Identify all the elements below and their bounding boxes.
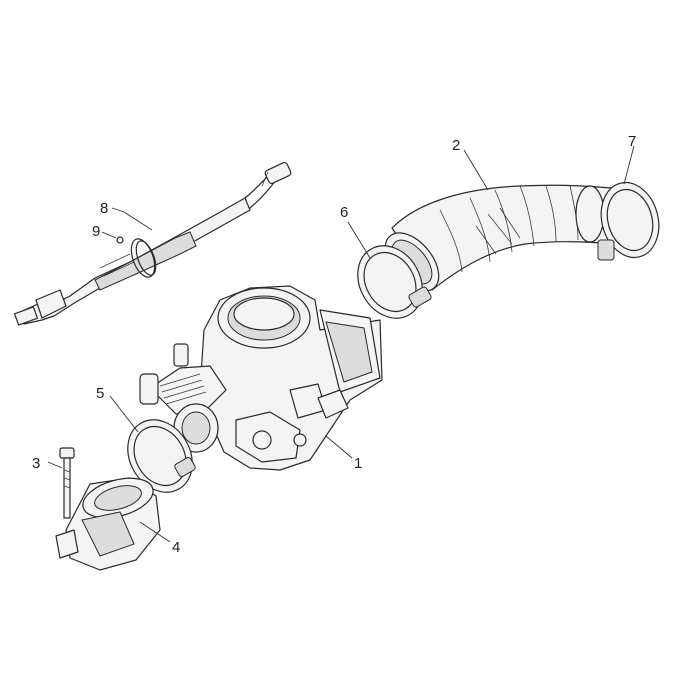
cable-part <box>13 161 292 326</box>
callout-5: 5 <box>96 385 104 402</box>
callout-7: 7 <box>628 133 636 150</box>
leader-lines <box>47 145 635 543</box>
callout-3: 3 <box>32 455 40 472</box>
callout-1: 1 <box>354 455 362 472</box>
intake-manifold-part <box>55 477 161 571</box>
callout-9: 9 <box>92 223 100 240</box>
cable-clamp-part <box>116 236 157 278</box>
hose-clamp-middle-part <box>357 245 432 319</box>
bolt-part <box>59 447 75 519</box>
callout-8: 8 <box>100 200 108 217</box>
callout-4: 4 <box>172 539 180 556</box>
callout-6: 6 <box>340 204 348 221</box>
hose-clamp-lower-part <box>127 419 196 493</box>
callout-2: 2 <box>452 137 460 154</box>
hose-clamp-right-part <box>597 181 660 261</box>
